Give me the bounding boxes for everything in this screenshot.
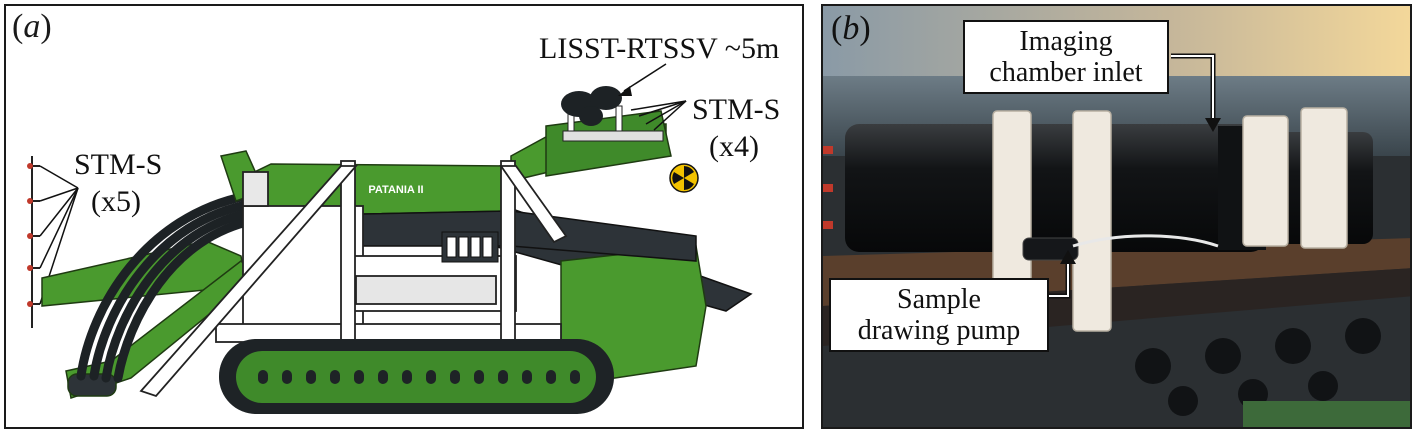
track-hole (426, 370, 436, 384)
track-hole (498, 370, 508, 384)
track-hole (546, 370, 556, 384)
track-hole (522, 370, 532, 384)
callout-sample-drawing-pump: Sample drawing pump (829, 278, 1049, 352)
track-hole (450, 370, 460, 384)
label-stm-right: STM-S (692, 93, 780, 126)
panel-a-illustration: PATANIA II (4, 4, 804, 429)
crawler-track (219, 339, 614, 414)
vehicle-diagram: PATANIA II (27, 32, 780, 414)
top-sensor-unit (561, 86, 664, 142)
label-stm-left-count: (x5) (91, 185, 141, 218)
label-stm-right-count: (x4) (709, 130, 759, 163)
track-hole (402, 370, 412, 384)
panel-b-letter: (b) (831, 10, 871, 47)
track-hole (378, 370, 388, 384)
track-hole (258, 370, 268, 384)
panel-b-photo: (b) Imaging chamber inlet Sample drawing… (821, 4, 1412, 429)
control-panel (441, 231, 499, 263)
label-lisst: LISST-RTSSV ~5m (539, 32, 779, 65)
track-hole (474, 370, 484, 384)
top-label-pointers (623, 63, 687, 131)
vehicle-frame-white (139, 160, 568, 398)
left-sensor-mast (31, 156, 40, 328)
vehicle-name-label: PATANIA II (368, 184, 423, 196)
black-hoses (76, 191, 261, 383)
panel-a-letter: (a) (12, 8, 52, 45)
track-hole (354, 370, 364, 384)
track-hole (330, 370, 340, 384)
label-stm-left: STM-S (74, 148, 162, 181)
track-hole (306, 370, 316, 384)
fan-icon (669, 163, 699, 193)
track-hole (282, 370, 292, 384)
callout-imaging-chamber-inlet: Imaging chamber inlet (963, 20, 1169, 94)
track-hole (570, 370, 580, 384)
